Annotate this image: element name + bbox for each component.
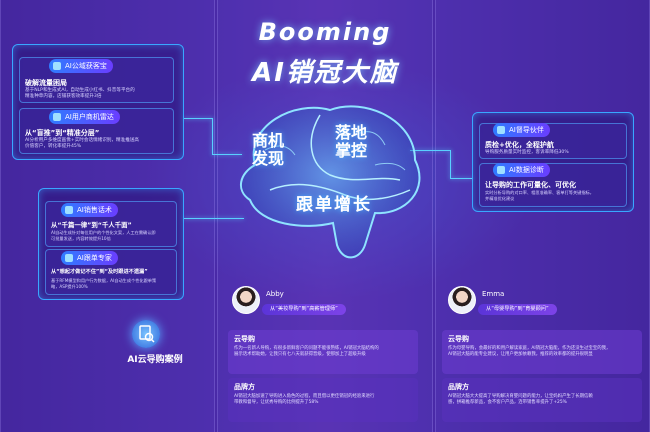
feature-tag-label: AI销售话术 <box>77 206 112 214</box>
feature-heading: 从“盲推”到“精准分层” <box>25 129 100 137</box>
avatar-abby <box>232 286 260 314</box>
brain-graphic <box>240 105 421 259</box>
brain-label-line: 发现 <box>252 149 285 168</box>
left-top-box: AI公域获客宝 破解流量困局 基于NLP和生成式AI，自动生成小红书、抖音等平台… <box>12 44 184 160</box>
brain-fold <box>310 114 401 181</box>
card-text: AI销冠大脑大大提高了导购解决育婴问题的能力，让宝妈妈产生了长期信赖 <box>448 394 593 399</box>
card-text: 展示话术帮助她，让我只有七八天就获得晋级，使那加上了超级升级 <box>234 352 366 357</box>
feature-text: 并精准优化建议 <box>485 196 515 201</box>
case-label: AI云导购案例 <box>127 355 183 365</box>
feature-heading: 破解流量困局 <box>25 79 67 87</box>
persona-name: Emma <box>482 290 505 298</box>
document-search-icon <box>132 320 160 348</box>
case-badge: AI云导购案例 <box>110 320 220 375</box>
connector-line <box>450 150 451 178</box>
persona-yun-card: 云导购 作为一名新人导购，有很多新鲜客户的问题不能很熟练，AI销冠大脑结构的 展… <box>228 330 418 374</box>
card-title: 品牌方 <box>234 383 255 391</box>
title-line-1: Booming <box>258 18 392 46</box>
feature-text: 价值客户，转化率提升45% <box>25 144 82 149</box>
feature-text: 导购服务质量实时监控，客诉率降低30% <box>485 150 569 155</box>
persona-quote: 从“母婴导购”到“育婴顾问” <box>478 304 557 315</box>
persona-brand-card: 品牌方 AI销冠大脑加速了导购进入角色的过程，而且借以更佳销冠的经验来进行 带教… <box>228 378 418 422</box>
brain-fold <box>264 131 406 171</box>
brain-outline <box>240 105 421 259</box>
card-text: AI销冠大脑的能专业建议，让用户更加依赖我，推荐的效率都的提升很明显 <box>448 352 593 357</box>
brain-fold <box>269 183 411 201</box>
feature-text: 实时分析导购的对口率、相思准确率、客单打等关键指标， <box>485 190 594 195</box>
card-text: 作为一名新人导购，有很多新鲜客户的问题不能很熟练，AI销冠大脑结构的 <box>234 346 379 351</box>
connector-line <box>184 218 244 219</box>
connector-line <box>212 118 213 154</box>
card-title: 云导购 <box>234 335 255 343</box>
radar-icon <box>53 113 61 121</box>
card-text: 作为母婴导购，会最好的和用户解读家庭，AI销冠大脑能，作为还没生过宝宝的我， <box>448 346 611 351</box>
card-text: 感，拼箱推荐新品，会不客户产品，连带销售率提升了+25% <box>448 400 567 405</box>
card-title: 云导购 <box>448 335 469 343</box>
card-title: 品牌方 <box>448 383 469 391</box>
persona-yun-card: 云导购 作为母婴导购，会最好的和用户解读家庭，AI销冠大脑能，作为还没生过宝宝的… <box>442 330 642 374</box>
feature-text: 基于RFM模型和用户行为数据，AI自动生成个性化跟单策 <box>51 278 157 283</box>
feature-text: AI自动生成针对每位用户的个性化文案，人工在需确认即 <box>51 230 156 235</box>
feature-tag: AI用户商机雷达 <box>49 110 120 124</box>
user-icon <box>65 254 73 262</box>
feature-heading: 质检+优化，全程护航 <box>485 141 554 149</box>
feature-heading: 从“想起才做记不住”到“及时跟进不遗漏” <box>51 269 148 275</box>
feature-heading: 从“千篇一律”到“千人千面” <box>51 221 132 229</box>
card-text: 带教和督导，让优秀导购的比例提升了58% <box>234 400 319 405</box>
feature-text: 精准种草内容，店铺获客效率提升3倍 <box>25 94 102 99</box>
feature-tag-label: AI公域获客宝 <box>65 62 107 70</box>
brain-label-line: 落地 <box>335 123 368 142</box>
chart-icon <box>497 166 505 174</box>
card-text: AI销冠大脑加速了导购进入角色的过程，而且借以更佳销冠的经验来进行 <box>234 394 375 399</box>
feature-tag-label: AI用户商机雷达 <box>65 113 114 121</box>
feature-tag: AI跟单专家 <box>61 251 118 265</box>
feature-tag-label: AI督导伙伴 <box>509 126 544 134</box>
feature-tag: AI数据诊断 <box>493 163 550 177</box>
connector-line <box>184 118 212 119</box>
feature-tag-label: AI跟单专家 <box>77 254 112 262</box>
document-search-glyph <box>139 325 155 343</box>
connector-line <box>450 178 472 179</box>
avatar-emma <box>448 286 476 314</box>
brain-label-line: 掌控 <box>335 141 368 160</box>
chat-icon <box>65 206 73 214</box>
feature-text: AI分析用户多维度画像+实时会话情绪识别，精准推送高 <box>25 138 140 143</box>
brain-label-line: 商机 <box>252 131 285 150</box>
feature-text: 基于NLP和生成式AI，自动生成小红书、抖音等平台的 <box>25 88 135 93</box>
brain-label-bottom: 跟单增长 <box>296 195 372 215</box>
persona-name: Abby <box>266 290 284 298</box>
feature-text: 可批量发送，内容转效提升10倍 <box>51 236 111 241</box>
title-line-2: AI销冠大脑 <box>252 58 398 88</box>
feature-tag: AI销售话术 <box>61 203 118 217</box>
brain-label-left: 商机 发现 <box>252 132 284 168</box>
cloud-icon <box>53 62 61 70</box>
feature-heading: 让导购的工作可量化、可优化 <box>485 181 576 189</box>
persona-brand-card: 品牌方 AI销冠大脑大大提高了导购解决育婴问题的能力，让宝妈妈产生了长期信赖 感… <box>442 378 642 422</box>
feature-tag: AI公域获客宝 <box>49 59 113 73</box>
left-bottom-box: AI销售话术 从“千篇一律”到“千人千面” AI自动生成针对每位用户的个性化文案… <box>38 188 184 300</box>
feature-tag: AI督导伙伴 <box>493 123 550 137</box>
shield-icon <box>497 126 505 134</box>
feature-tag-label: AI数据诊断 <box>509 166 544 174</box>
right-box: AI督导伙伴 质检+优化，全程护航 导购服务质量实时监控，客诉率降低30% AI… <box>472 112 634 212</box>
connector-line <box>212 154 242 155</box>
feature-card <box>479 123 627 159</box>
persona-quote: 从“美妆导购”到“高薪管理师” <box>262 304 346 315</box>
brain-label-right: 落地 掌控 <box>335 124 367 160</box>
connector-line <box>410 150 450 151</box>
feature-text: 略，ASP提升100% <box>51 284 88 289</box>
